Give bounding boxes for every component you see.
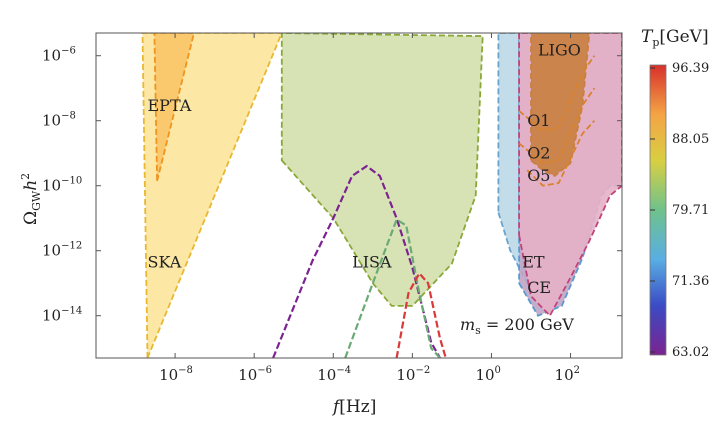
- region-ligo: [530, 33, 591, 177]
- mass-annotation: ms = 200 GeV: [460, 315, 574, 337]
- colorbar-tick-label: 96.39: [672, 61, 709, 76]
- colorbar-tick-label: 71.36: [672, 274, 709, 289]
- label-ligo: LIGO: [538, 41, 581, 60]
- y-tick-label: 10−12: [42, 241, 82, 260]
- region-lisa: [280, 33, 484, 307]
- label-o2: O2: [527, 143, 550, 162]
- x-tick-label: 100: [475, 365, 500, 384]
- y-tick-label: 10−10: [42, 176, 82, 195]
- sensitivity-regions: [141, 33, 622, 358]
- label-epta: EPTA: [148, 96, 192, 115]
- label-ce: CE: [527, 278, 551, 297]
- signal-curve-2: [344, 218, 441, 358]
- y-axis-title: ΩGWh2: [19, 173, 43, 225]
- ligo-run-o1: [518, 55, 596, 132]
- colorbar-tick-label: 63.02: [672, 345, 709, 360]
- label-o1: O1: [527, 111, 550, 130]
- label-ska: SKA: [148, 253, 182, 272]
- x-axis-ticks: 10−8 10−6 10−4 10−2 100 102: [159, 33, 580, 384]
- colorbar-tick-label: 88.05: [672, 132, 709, 147]
- x-tick-label: 10−6: [238, 365, 272, 384]
- y-axis-ticks: 10−6 10−8 10−10 10−12 10−14: [42, 46, 622, 325]
- ligo-run-o5: [526, 120, 596, 187]
- x-tick-label: 10−4: [317, 365, 351, 384]
- y-tick-label: 10−8: [42, 111, 76, 130]
- label-lisa: LISA: [352, 253, 392, 272]
- label-o5: O5: [527, 166, 550, 185]
- label-et: ET: [522, 253, 545, 272]
- ligo-run-curves: [518, 55, 596, 187]
- y-tick-label: 10−6: [42, 46, 76, 65]
- region-ska: [141, 33, 283, 358]
- signal-curves: [272, 164, 447, 358]
- y-tick-label: 10−14: [42, 306, 82, 325]
- x-tick-label: 10−8: [159, 365, 193, 384]
- x-tick-label: 10−2: [396, 365, 430, 384]
- signal-curve-1: [272, 164, 441, 358]
- colorbar: Tp[GeV] 96.39 88.05 79.71 71.36 63.02: [641, 27, 709, 360]
- signal-curve-3: [395, 271, 447, 358]
- colorbar-tick-label: 79.71: [672, 203, 709, 218]
- ligo-run-o2: [518, 87, 596, 164]
- plot-frame: [95, 32, 623, 359]
- x-axis-title: f[Hz]: [331, 397, 376, 417]
- colorbar-title: Tp[GeV]: [641, 27, 709, 49]
- x-tick-label: 102: [555, 365, 580, 384]
- region-epta: [153, 33, 195, 182]
